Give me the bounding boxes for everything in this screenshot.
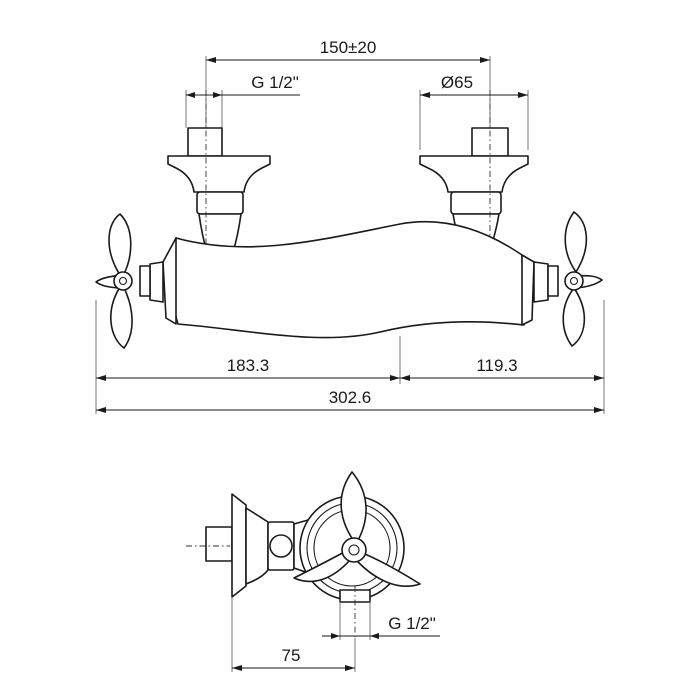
left-handle bbox=[95, 213, 177, 349]
side-handle-lever-left bbox=[293, 549, 351, 583]
label-inlet-spacing: 150±20 bbox=[320, 38, 377, 57]
right-handle-lever-top bbox=[564, 211, 588, 273]
side-wall-flange bbox=[231, 493, 247, 598]
right-inlet-connector bbox=[419, 90, 529, 262]
label-right-length: 119.3 bbox=[476, 356, 517, 375]
left-handle-lever-bottom bbox=[110, 283, 133, 349]
side-handle-hub bbox=[341, 537, 367, 563]
right-handle-lever-bottom bbox=[562, 287, 586, 347]
label-escutcheon-diameter: Ø65 bbox=[441, 73, 473, 92]
side-view: G 1/2" 75 bbox=[186, 471, 440, 672]
dim-left-inlet-thread: G 1/2" bbox=[185, 73, 300, 128]
label-left-length: 183.3 bbox=[227, 356, 270, 375]
dim-escutcheon-diameter: Ø65 bbox=[419, 73, 529, 150]
mixer-body bbox=[170, 220, 525, 339]
side-nut bbox=[269, 534, 293, 558]
side-handle-lever-right bbox=[357, 551, 421, 587]
label-left-inlet-thread: G 1/2" bbox=[251, 73, 299, 92]
left-handle-lever-top bbox=[108, 213, 132, 279]
right-handle bbox=[521, 211, 603, 347]
label-total-length: 302.6 bbox=[329, 388, 372, 407]
label-depth: 75 bbox=[282, 646, 301, 665]
side-inlet-stub bbox=[205, 526, 233, 562]
side-neck bbox=[245, 507, 269, 585]
label-outlet-thread: G 1/2" bbox=[388, 614, 436, 633]
front-view: 150±20 G 1/2" Ø65 bbox=[95, 38, 605, 414]
dim-outlet-thread: G 1/2" bbox=[322, 600, 440, 640]
dim-inlet-spacing: 150±20 bbox=[205, 38, 491, 128]
dim-depth: 75 bbox=[231, 598, 356, 672]
side-handle-lever-top bbox=[340, 471, 367, 545]
dim-lengths: 183.3 119.3 302.6 bbox=[95, 300, 605, 414]
left-inlet-connector bbox=[167, 90, 271, 262]
